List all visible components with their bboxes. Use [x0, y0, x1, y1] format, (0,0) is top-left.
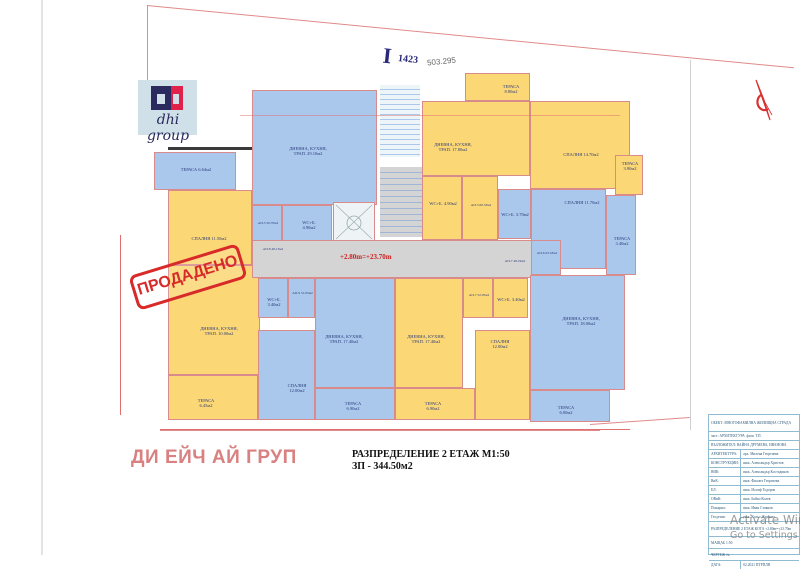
- room-wc-right: WC+Б. 3.70м2: [498, 189, 531, 239]
- lot-number: 1423: [397, 52, 419, 67]
- room-ap9: АП.9 51.65м2: [288, 278, 315, 318]
- room-terrace-bottom-right: ТЕРАСА 6.00м2: [530, 390, 610, 422]
- title-block-sheet-no: ЧЕРТЕЖ №: [709, 549, 799, 561]
- room-bedroom-bottom-2: СПАЛНЯ 12.00м2: [475, 330, 530, 420]
- brand-text: ДИ ЕЙЧ АЙ ГРУП: [131, 447, 297, 468]
- title-block-row: ВИК:инж. Александър Костадинов: [709, 468, 799, 477]
- room-bedroom-bottom-1: СПАЛНЯ 12.00м2: [258, 330, 315, 420]
- title-block-row: КОНСТРУКЦИИ:инж. Александър Христов: [709, 459, 799, 468]
- common-corridor: АП.8 48.13м2 АП.7 48.19м2: [252, 240, 532, 278]
- room-terrace-right: ТЕРАСА 3.90м2: [615, 155, 643, 195]
- title-block-row: ВиК:инж. Фиалит Георгиева: [709, 477, 799, 486]
- room-wc-bottom-2: WC+Б. 3.40м2: [493, 278, 528, 318]
- windows-activation-settings-link[interactable]: Go to Settings to: [730, 530, 800, 541]
- room-wc-top-right: WC+Б. 4.90м2: [422, 176, 462, 240]
- room-terrace-bottom-2: ТЕРАСА 6.90м2: [395, 388, 475, 420]
- logo-text: dhi group: [146, 112, 190, 144]
- title-block-date: ДАТА:02.2021 ПТРПЛЯ: [711, 561, 771, 569]
- room-living-bottom-1: ДНЕВНА, КУХНЯ, ТРАП. 17.40м2: [315, 278, 395, 388]
- north-arrow-icon: [755, 79, 773, 121]
- room-bedroom-left: СПАЛНЯ 11.50м2: [168, 190, 252, 265]
- title-block-sheet-title: РАЗПРЕДЕЛЕНИЕ 2 ЕТАЖ КОТА +2.80m=+23.70m: [709, 522, 799, 537]
- company-logo: dhi group: [138, 80, 197, 144]
- windows-activation-watermark: Activate Win: [730, 513, 800, 527]
- floor-plan: ТЕРАСА 6.64м2 СПАЛНЯ 11.50м2 АП.4 51.15м…: [120, 73, 643, 430]
- title-block-client: ВЪЗЛОЖИТЕЛ: ВАЙНА ДРУМЕВА, ИВАНОВА: [709, 441, 799, 450]
- window-edge-rule: [41, 0, 43, 555]
- room-living-bottom-right: ДНЕВНА, КУХНЯ, ТРАП. 18.00м2: [530, 275, 625, 390]
- green-terrace-top: [380, 85, 420, 157]
- staircase: [380, 167, 422, 237]
- room-living-top: ДНЕВНА, КУХНЯ, ТРАП. 29.10м2: [252, 90, 377, 205]
- room-terrace-right-2: ТЕРАСА 3.40м2: [606, 195, 636, 275]
- room-living-top-right: ДНЕВНА, КУХНЯ, ТРАП. 17.80м2: [422, 101, 530, 176]
- room-wc-bottom-1: WC+Б. 3.40м2: [258, 278, 288, 318]
- title-block-row: ОВиК:инж. Бойко Колев: [709, 495, 799, 504]
- title-block-phase: част: АРХИТЕКТУРА фаза: Т.П.: [709, 432, 799, 441]
- title-block-header: ОБЕКТ: МНОГОФАМИЛНА ЖИЛИЩНА СГРАДА: [709, 415, 799, 432]
- title-block-row: АРХИТЕКТУРА:арх. Милена Георгиева: [709, 450, 799, 459]
- elevator-accessibility-icon: [335, 204, 373, 240]
- lot-label: I: [381, 42, 393, 69]
- elevator-shaft: [333, 202, 375, 242]
- room-wc-top: WC+Б. 4.90м2: [282, 205, 332, 243]
- plan-title: РАЗПРЕДЕЛЕНИЕ 2 ЕТАЖ М1:50: [352, 449, 510, 460]
- room-living-left: ДНЕВНА, КУХНЯ, ТРАП. 10.00м2: [168, 265, 260, 375]
- title-block-row: ЕЛ:инж. Иосиф Тодоров: [709, 486, 799, 495]
- room-terrace-bottom-1: ТЕРАСА 6.90м2: [315, 388, 395, 420]
- plan-area: ЗП - 344.50м2: [352, 461, 413, 472]
- room-ap6: АП.6 63.18м2: [531, 240, 561, 275]
- room-terrace-bottom-left: ТЕРАСА 6.45м2: [168, 375, 258, 420]
- title-block-row: Геодезия:инж. Кольо Журкова: [709, 513, 799, 522]
- room-ap3: АП.3 60.53м2: [462, 176, 498, 240]
- corridor-elevation-note: +2.80m=+23.70m: [340, 253, 392, 261]
- room-ap7: АП.7 52.05м2: [463, 278, 493, 318]
- title-block-scale: МАЩАБ 1:50: [709, 537, 799, 549]
- room-living-bottom-2: ДНЕВНА, КУХНЯ, ТРАП. 17.40м2: [395, 278, 463, 388]
- lot-coordinate: 503.295: [426, 55, 457, 68]
- title-block: ОБЕКТ: МНОГОФАМИЛНА ЖИЛИЩНА СГРАДА част:…: [708, 414, 800, 569]
- room-terrace-top-left: ТЕРАСА 6.64м2: [154, 152, 236, 190]
- room-terrace-top: ТЕРАСА 8.80м2: [465, 73, 530, 101]
- room-ap5: АП.5 50.70м2: [252, 205, 282, 245]
- title-block-row: Пожарна:инж. Иван Стоянов: [709, 504, 799, 513]
